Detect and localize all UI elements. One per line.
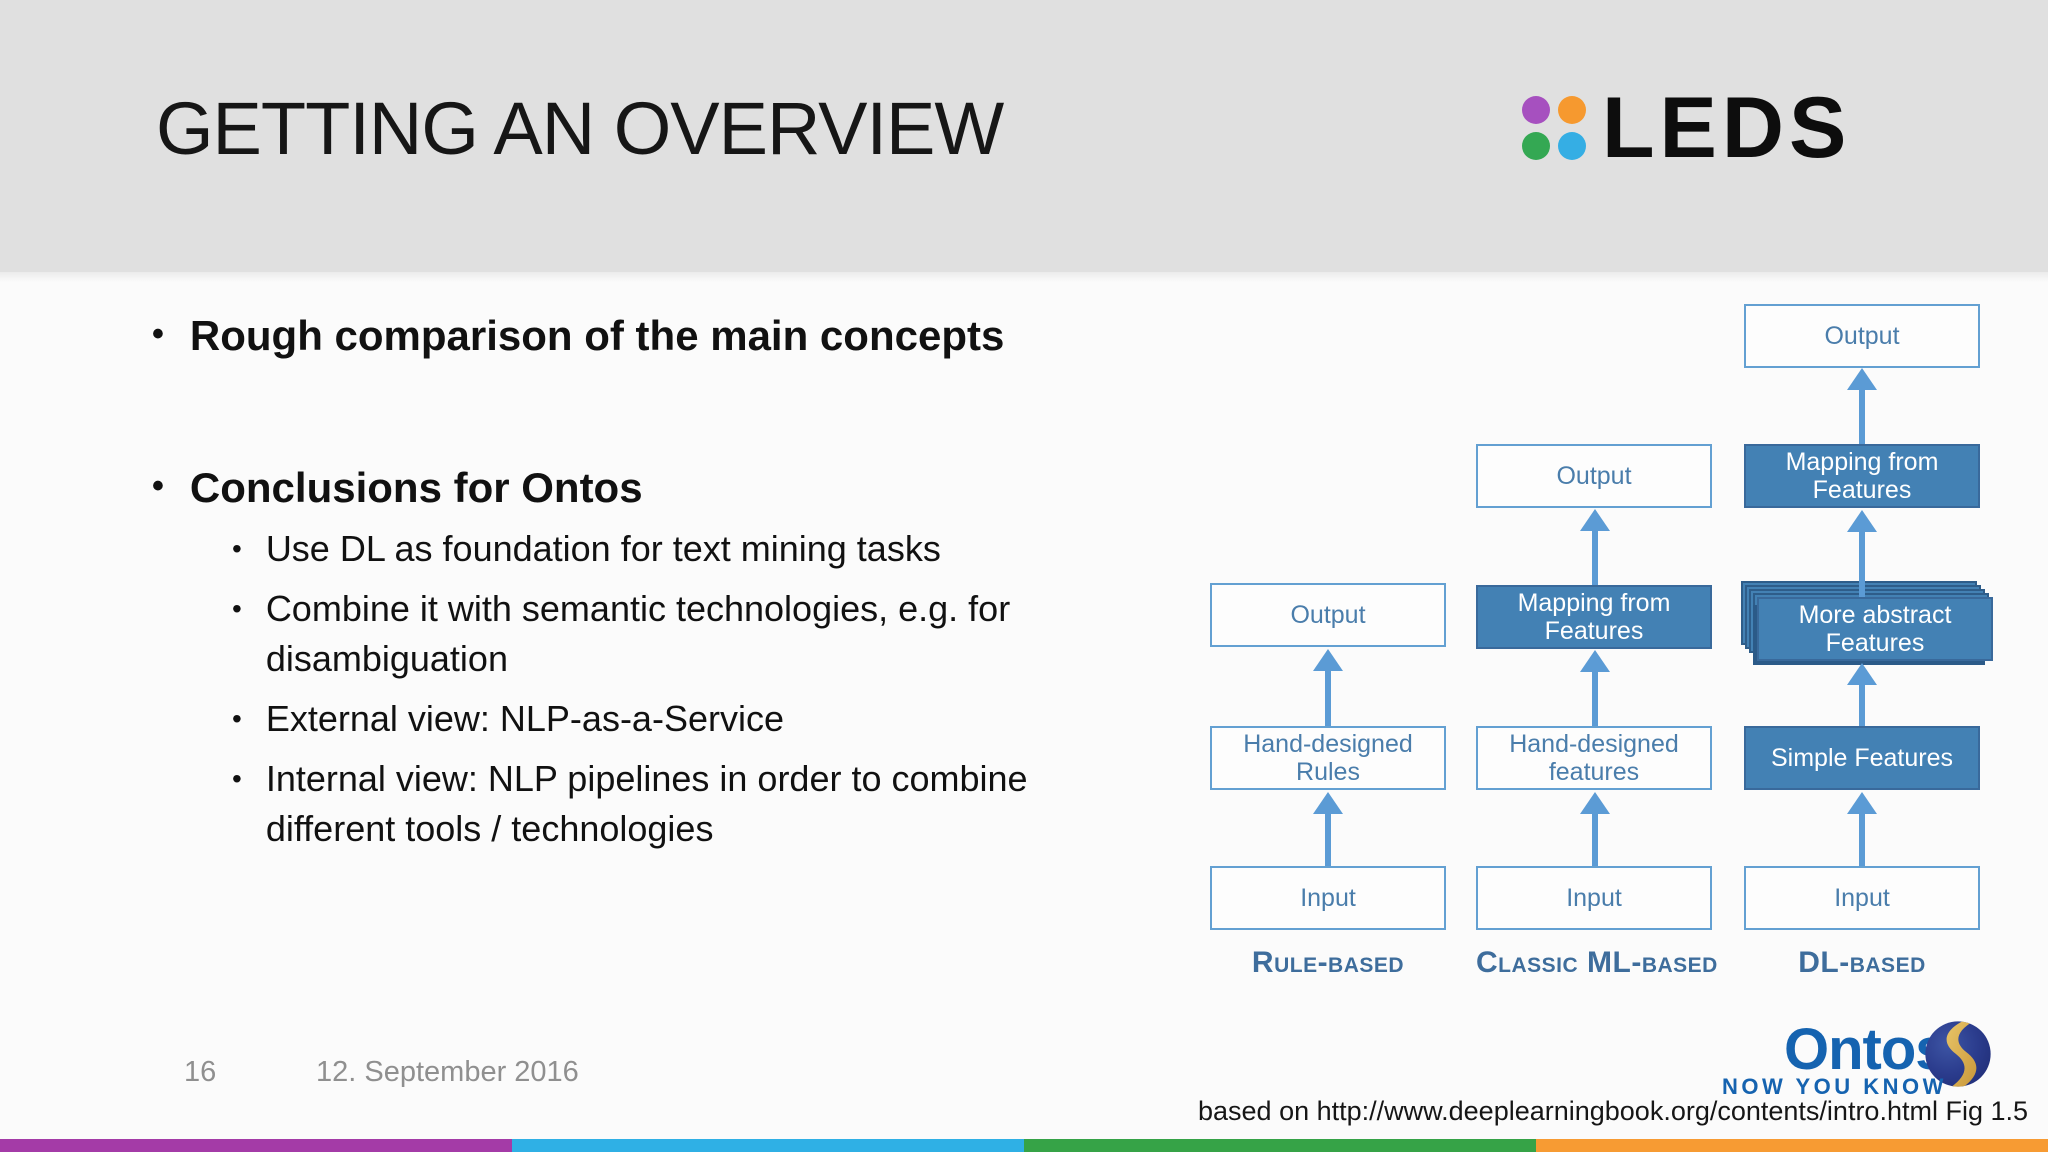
up-arrow-icon: [1847, 663, 1877, 726]
leds-logo: LEDS: [1522, 80, 1852, 176]
ontos-tagline: NOW YOU KNOW: [1722, 1074, 1947, 1099]
diagram-box-dl-mapping-from-features: Mapping from Features: [1744, 444, 1980, 508]
sub-bullet-3: • External view: NLP-as-a-Service: [232, 694, 1052, 744]
up-arrow-icon: [1313, 649, 1343, 726]
main-bullet-1-text: Rough comparison of the main concepts: [189, 312, 1005, 359]
slide-date: 12. September 2016: [316, 1056, 579, 1088]
diagram-box-dl-simple-features: Simple Features: [1744, 726, 1980, 790]
diagram-box-ml-hand-designed-features: Hand-designed features: [1476, 726, 1712, 790]
stripe-segment-purple: [0, 1139, 512, 1152]
diagram-box-dl-output: Output: [1744, 304, 1980, 368]
up-arrow-icon: [1847, 792, 1877, 866]
page-title: GETTING AN OVERVIEW: [156, 87, 1004, 170]
up-arrow-icon: [1580, 792, 1610, 866]
diagram-box-rule-output: Output: [1210, 583, 1446, 647]
sub-bullet-4: • Internal view: NLP pipelines in order …: [232, 754, 1052, 854]
main-bullet-2-text: Conclusions for Ontos: [189, 464, 643, 511]
up-arrow-icon: [1580, 509, 1610, 585]
bullet-icon: •: [152, 315, 164, 353]
sub-bullet-4-text: Internal view: NLP pipelines in order to…: [265, 758, 1028, 849]
bullet-icon: •: [152, 467, 164, 505]
diagram-box-dl-input: Input: [1744, 866, 1980, 930]
bullet-icon: •: [232, 763, 242, 794]
main-bullet-1: • Rough comparison of the main concepts: [152, 312, 1004, 360]
leds-dots-icon: [1522, 96, 1586, 160]
diagram-box-ml-output: Output: [1476, 444, 1712, 508]
leds-dot-green-icon: [1522, 132, 1550, 160]
diagram-box-rule-hand-designed-rules: Hand-designed Rules: [1210, 726, 1446, 790]
leds-dot-purple-icon: [1522, 96, 1550, 124]
diagram-box-dl-more-abstract-features: More abstract Features: [1757, 597, 1993, 661]
diagram-box-ml-mapping-from-features: Mapping from Features: [1476, 585, 1712, 649]
sub-bullet-3-text: External view: NLP-as-a-Service: [265, 698, 784, 739]
sub-bullet-1-text: Use DL as foundation for text mining tas…: [265, 528, 941, 569]
bullet-icon: •: [232, 533, 242, 564]
column-label-classic-ml-based: Classic ML-based: [1476, 946, 1718, 979]
stripe-segment-green: [1024, 1139, 1536, 1152]
header-band: [0, 0, 2048, 282]
leds-dot-blue-icon: [1558, 132, 1586, 160]
up-arrow-icon: [1313, 792, 1343, 866]
leds-wordmark: LEDS: [1602, 80, 1852, 176]
column-label-rule-based: Rule-based: [1251, 946, 1405, 979]
bullet-icon: •: [232, 593, 242, 624]
ontos-globe-icon: [1925, 1021, 1991, 1087]
diagram-box-rule-input: Input: [1210, 866, 1446, 930]
column-label-dl-based: DL-based: [1798, 946, 1926, 979]
stripe-segment-blue: [512, 1139, 1024, 1152]
sub-bullet-list: • Use DL as foundation for text mining t…: [232, 524, 1052, 864]
main-bullet-2: • Conclusions for Ontos: [152, 464, 643, 512]
sub-bullet-2: • Combine it with semantic technologies,…: [232, 584, 1052, 684]
stripe-segment-orange: [1536, 1139, 2048, 1152]
up-arrow-icon: [1847, 510, 1877, 597]
attribution-text: based on http://www.deeplearningbook.org…: [1198, 1096, 2028, 1126]
leds-dot-orange-icon: [1558, 96, 1586, 124]
bullet-icon: •: [232, 703, 242, 734]
page-number: 16: [184, 1056, 217, 1088]
sub-bullet-1: • Use DL as foundation for text mining t…: [232, 524, 1052, 574]
up-arrow-icon: [1847, 368, 1877, 444]
up-arrow-icon: [1580, 650, 1610, 726]
bottom-color-stripe: [0, 1139, 2048, 1152]
sub-bullet-2-text: Combine it with semantic technologies, e…: [265, 588, 1011, 679]
diagram-box-ml-input: Input: [1476, 866, 1712, 930]
ontos-wordmark: Ontos: [1784, 1017, 1948, 1082]
